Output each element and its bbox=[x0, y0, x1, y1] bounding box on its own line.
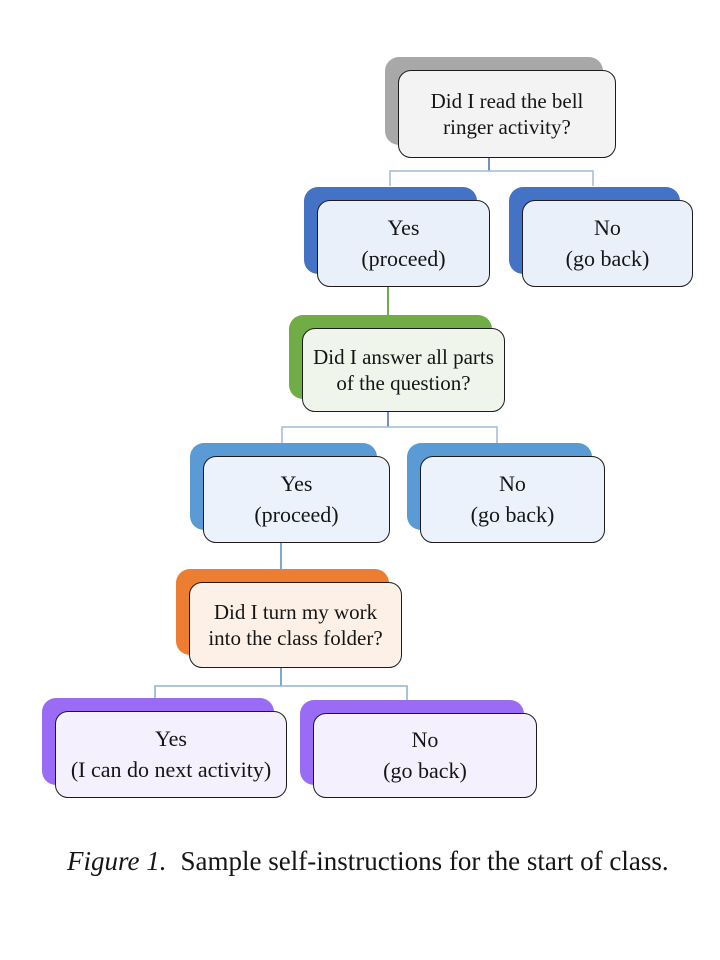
connector-split-1 bbox=[389, 170, 594, 186]
node-box: No (go back) bbox=[420, 456, 605, 543]
node-text-line: of the question? bbox=[336, 371, 471, 395]
node-box: No (go back) bbox=[522, 200, 693, 287]
node-text-line: into the class folder? bbox=[208, 626, 383, 650]
node-text-line: (go back) bbox=[470, 502, 555, 527]
node-box: Yes (I can do next activity) bbox=[55, 711, 287, 798]
node-box: Yes (proceed) bbox=[317, 200, 490, 287]
node-text-line: Did I turn my work bbox=[213, 600, 378, 624]
node-text-line: Did I answer all parts bbox=[313, 345, 494, 369]
figure-caption-text: Sample self-instructions for the start o… bbox=[180, 846, 669, 876]
node-yes-proceed-2: Yes (proceed) bbox=[190, 443, 390, 543]
node-box: Did I read the bell ringer activity? bbox=[398, 70, 616, 158]
node-text-line: Did I read the bell bbox=[430, 89, 584, 113]
node-question-turn-in-work: Did I turn my work into the class folder… bbox=[176, 569, 402, 668]
node-question-answer-all-parts: Did I answer all parts of the question? bbox=[289, 315, 505, 412]
node-text-line: (go back) bbox=[565, 246, 650, 271]
node-text-line: (proceed) bbox=[361, 246, 446, 271]
node-box: Yes (proceed) bbox=[203, 456, 390, 543]
node-text-line: No bbox=[411, 727, 439, 752]
node-no-go-back-3: No (go back) bbox=[300, 700, 537, 798]
node-text-line: Yes bbox=[280, 471, 313, 496]
figure-caption-label: Figure 1. bbox=[67, 846, 167, 876]
node-text-line: (go back) bbox=[383, 758, 467, 783]
node-box: Did I answer all parts of the question? bbox=[302, 328, 505, 412]
figure-caption: Figure 1. Sample self-instructions for th… bbox=[67, 845, 687, 878]
node-yes-next-activity: Yes (I can do next activity) bbox=[42, 698, 287, 798]
node-text-line: No bbox=[594, 215, 621, 240]
node-box: Did I turn my work into the class folder… bbox=[189, 582, 402, 668]
node-text-line: (I can do next activity) bbox=[70, 757, 272, 782]
node-yes-proceed-1: Yes (proceed) bbox=[304, 187, 490, 287]
node-no-go-back-1: No (go back) bbox=[509, 187, 693, 287]
node-text-line: (proceed) bbox=[254, 502, 339, 527]
node-text-line: Yes bbox=[387, 215, 420, 240]
node-no-go-back-2: No (go back) bbox=[407, 443, 605, 543]
node-text-line: Yes bbox=[154, 726, 187, 751]
connector-split-3 bbox=[154, 685, 408, 701]
connector-split-2 bbox=[281, 426, 498, 443]
node-question-bell-ringer: Did I read the bell ringer activity? bbox=[385, 57, 616, 158]
node-box: No (go back) bbox=[313, 713, 537, 798]
node-text-line: ringer activity? bbox=[443, 115, 571, 139]
node-text-line: No bbox=[499, 471, 526, 496]
